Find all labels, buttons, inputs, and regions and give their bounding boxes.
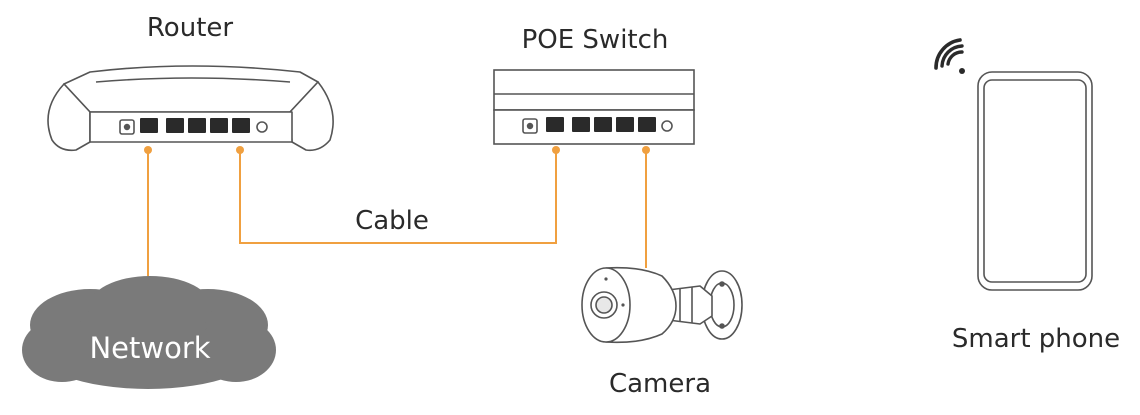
- cable-dots: [144, 146, 650, 154]
- wifi-icon: [934, 38, 965, 74]
- router-label: Router: [147, 13, 233, 43]
- poe-switch-label: POE Switch: [522, 25, 669, 55]
- network-label: Network: [89, 331, 210, 365]
- cloud-icon: [22, 276, 276, 389]
- poe-switch-icon: [493, 69, 695, 145]
- cables: [147, 150, 647, 290]
- cable-router-to-switch: [239, 150, 557, 244]
- cable-label: Cable: [355, 206, 429, 236]
- router-icon: [47, 65, 334, 152]
- camera-icon: [581, 266, 743, 344]
- smartphone-icon: [977, 71, 1093, 291]
- smart-phone-label: Smart phone: [952, 324, 1120, 354]
- camera-label: Camera: [609, 369, 711, 399]
